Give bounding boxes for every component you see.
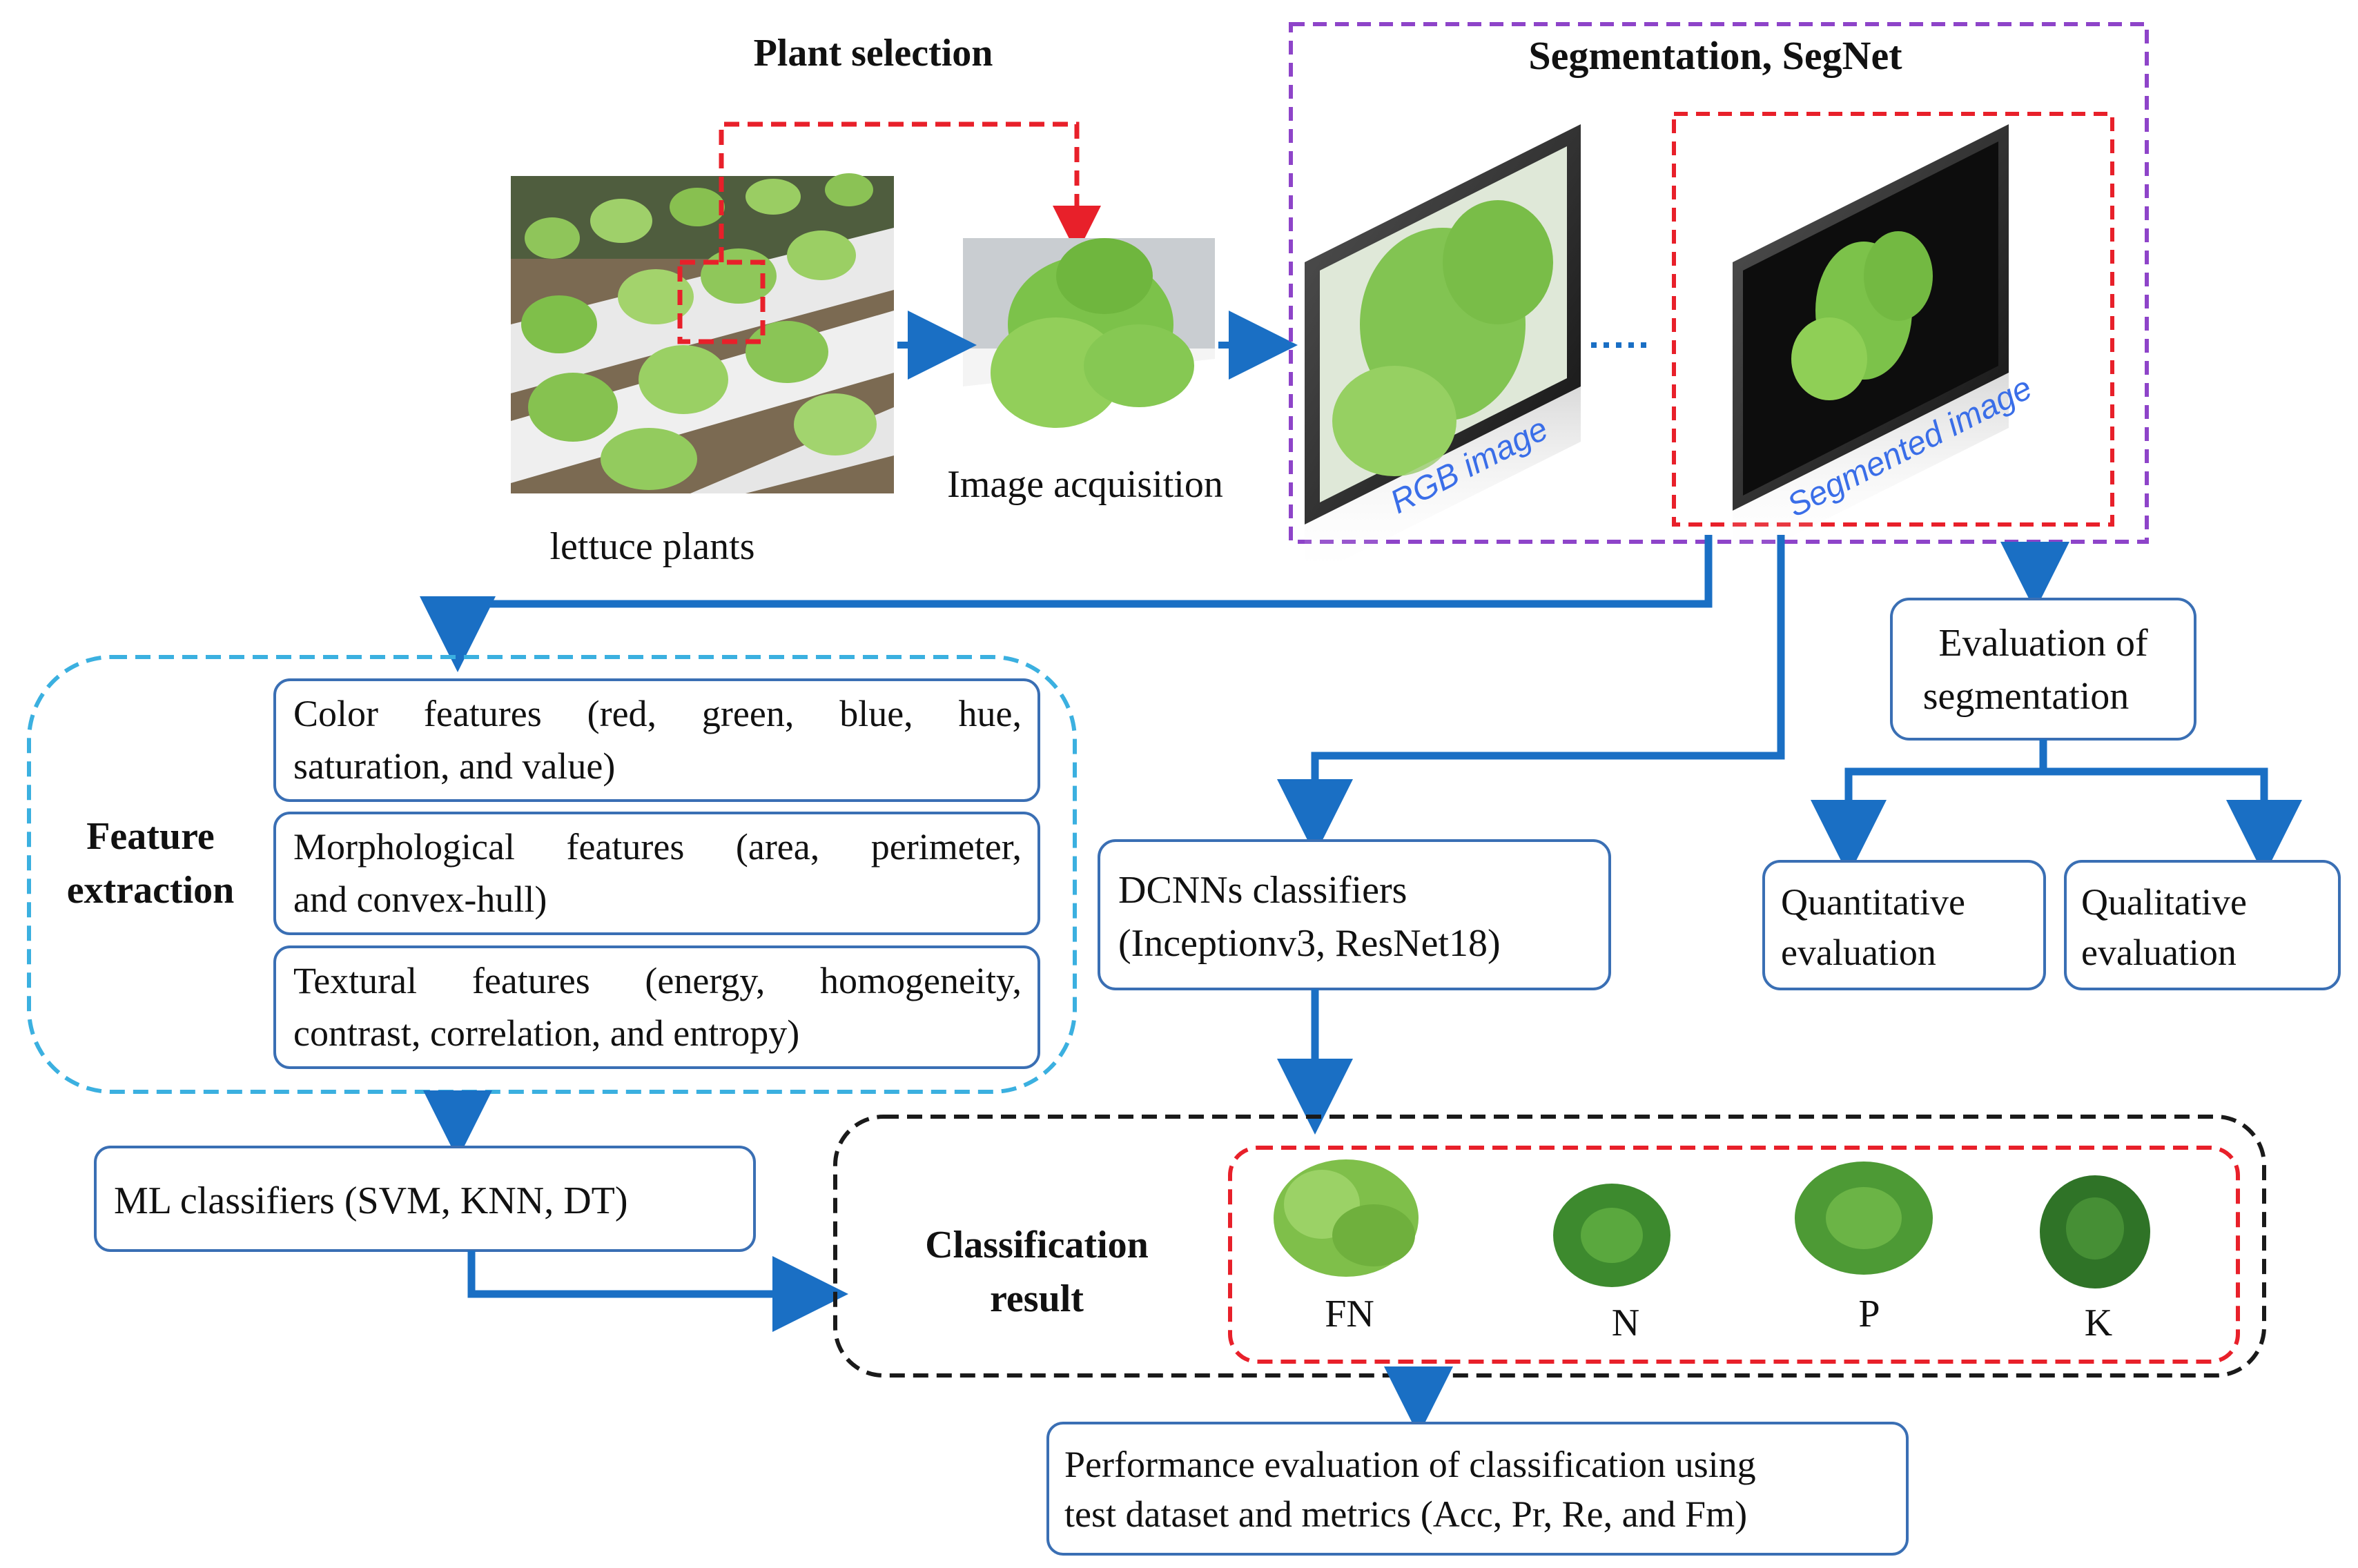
textural-features-text: Textural features (energy, homogeneity, … [293,954,1022,1059]
textural-features-box [273,945,1040,1069]
lettuce-sample-k [2040,1175,2150,1288]
segmentation-dashed-box [1289,22,2149,544]
classification-result-dashed-box [833,1115,2266,1378]
morphological-features-box [273,812,1040,935]
classification-result-line1: Classification [925,1224,1149,1266]
segmented-output-dashed-box [1672,112,2114,527]
arrow-to-feature-extraction [420,535,1713,672]
dcnn-line1: DCNNs classifiers [1118,869,1407,912]
morphological-features-text: Morphological features (area, perimeter,… [293,821,1022,925]
class-label-fn: FN [1325,1293,1374,1335]
textural-features-line1: Textural features (energy, homogeneity, [293,960,1022,1001]
lettuce-sample-n [1553,1184,1670,1287]
lettuce-field-photo [511,173,894,493]
qualitative-evaluation-box [2064,860,2341,990]
quantitative-line1: Quantitative [1781,881,1965,923]
color-features-text: Color features (red, green, blue, hue, s… [293,687,1022,792]
rgb-image-panel [1305,124,1581,580]
color-features-line1: Color features (red, green, blue, hue, [293,693,1022,734]
ml-classifiers-box [94,1146,756,1252]
textural-features-line2: contrast, correlation, and entropy) [293,1012,800,1054]
arrow-to-qualitative [2043,767,2302,876]
performance-evaluation-box [1046,1422,1909,1556]
color-features-line2: saturation, and value) [293,745,616,787]
lettuce-sample-fn [1274,1159,1419,1277]
dcnn-classifiers-box [1098,839,1611,990]
dcnn-line2: (Inceptionv3, ResNet18) [1118,922,1501,965]
performance-line2: test dataset and metrics (Acc, Pr, Re, a… [1064,1493,1747,1535]
class-label-p: P [1858,1293,1880,1335]
feature-extraction-title-line2: extraction [67,869,235,912]
image-acquisition-label: Image acquisition [947,463,1223,506]
qualitative-line2: evaluation [2081,932,2237,973]
arrow-to-quantitative [1811,739,2047,876]
class-label-n: N [1612,1302,1639,1344]
ml-classifiers-label: ML classifiers (SVM, KNN, DT) [114,1179,628,1222]
segmentation-title: Segmentation, SegNet [1528,33,1902,78]
plant-selection-title: Plant selection [754,32,993,75]
color-features-box [273,678,1040,802]
qualitative-line1: Qualitative [2081,881,2247,923]
morphological-features-line2: and convex-hull) [293,879,547,920]
selected-plant-marker [677,259,766,344]
lettuce-plants-label: lettuce plants [549,525,754,568]
selection-dashed-arrow [719,121,1101,262]
acquired-image-photo [963,238,1215,445]
evaluation-line1: Evaluation of [1938,622,2148,665]
evaluation-of-segmentation-box [1890,598,2196,741]
arrow-ml-to-result [467,1251,848,1332]
classification-result-line2: result [990,1277,1084,1320]
quantitative-line2: evaluation [1781,932,1936,973]
segmented-image-panel [1733,124,2009,566]
arrow-to-dcnn [1277,535,1785,855]
class-label-k: K [2085,1302,2112,1344]
morphological-features-line1: Morphological features (area, perimeter, [293,826,1022,868]
performance-line1: Performance evaluation of classification… [1064,1444,1756,1485]
evaluation-line2: segmentation [1923,675,2130,718]
lettuce-sample-p [1795,1162,1933,1275]
feature-extraction-title-line1: Feature [86,815,215,858]
class-samples-dashed-box [1228,1146,2240,1364]
quantitative-evaluation-box [1762,860,2046,990]
